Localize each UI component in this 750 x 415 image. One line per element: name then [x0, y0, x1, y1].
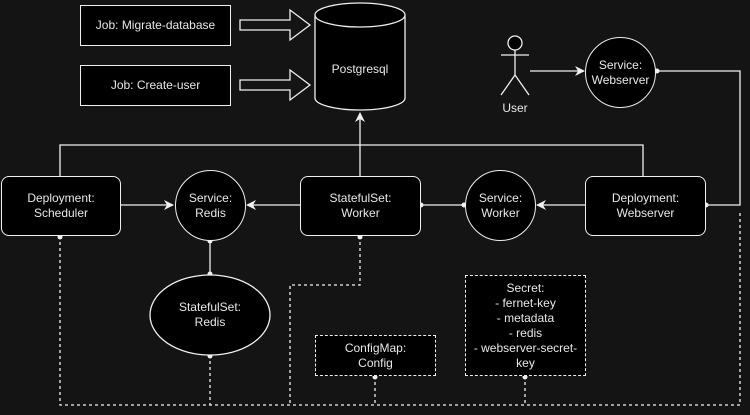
service-redis[interactable]: Service: Redis	[175, 170, 246, 241]
user-icon	[500, 35, 530, 96]
deployment-scheduler[interactable]: Deployment: Scheduler	[1, 176, 121, 236]
dashed-worker-bus	[289, 236, 361, 405]
job-migrate-database[interactable]: Job: Migrate-database	[80, 5, 231, 46]
service-worker[interactable]: Service: Worker	[465, 170, 536, 241]
block-arrow-migrate	[239, 8, 312, 42]
statefulset-worker[interactable]: StatefulSet: Worker	[300, 176, 421, 236]
postgresql-cylinder	[314, 2, 406, 111]
deployment-webserver[interactable]: Deployment: Webserver	[585, 176, 706, 236]
block-arrow-create-user	[239, 68, 312, 102]
postgresql-label: Postgresql	[331, 62, 389, 76]
statefulset-redis-shape	[149, 274, 271, 356]
secret[interactable]: Secret: - fernet-key - metadata - redis …	[465, 275, 586, 376]
configmap-config[interactable]: ConfigMap: Config	[315, 335, 436, 376]
edge-service-webserver-deployment	[656, 70, 741, 206]
job-create-user[interactable]: Job: Create-user	[80, 65, 231, 106]
statefulset-redis[interactable]: StatefulSet: Redis	[178, 300, 242, 329]
dashed-bus	[59, 210, 741, 406]
service-webserver[interactable]: Service: Webserver	[585, 37, 656, 108]
user-label: User	[502, 101, 528, 115]
edge-bus-top	[59, 144, 644, 176]
